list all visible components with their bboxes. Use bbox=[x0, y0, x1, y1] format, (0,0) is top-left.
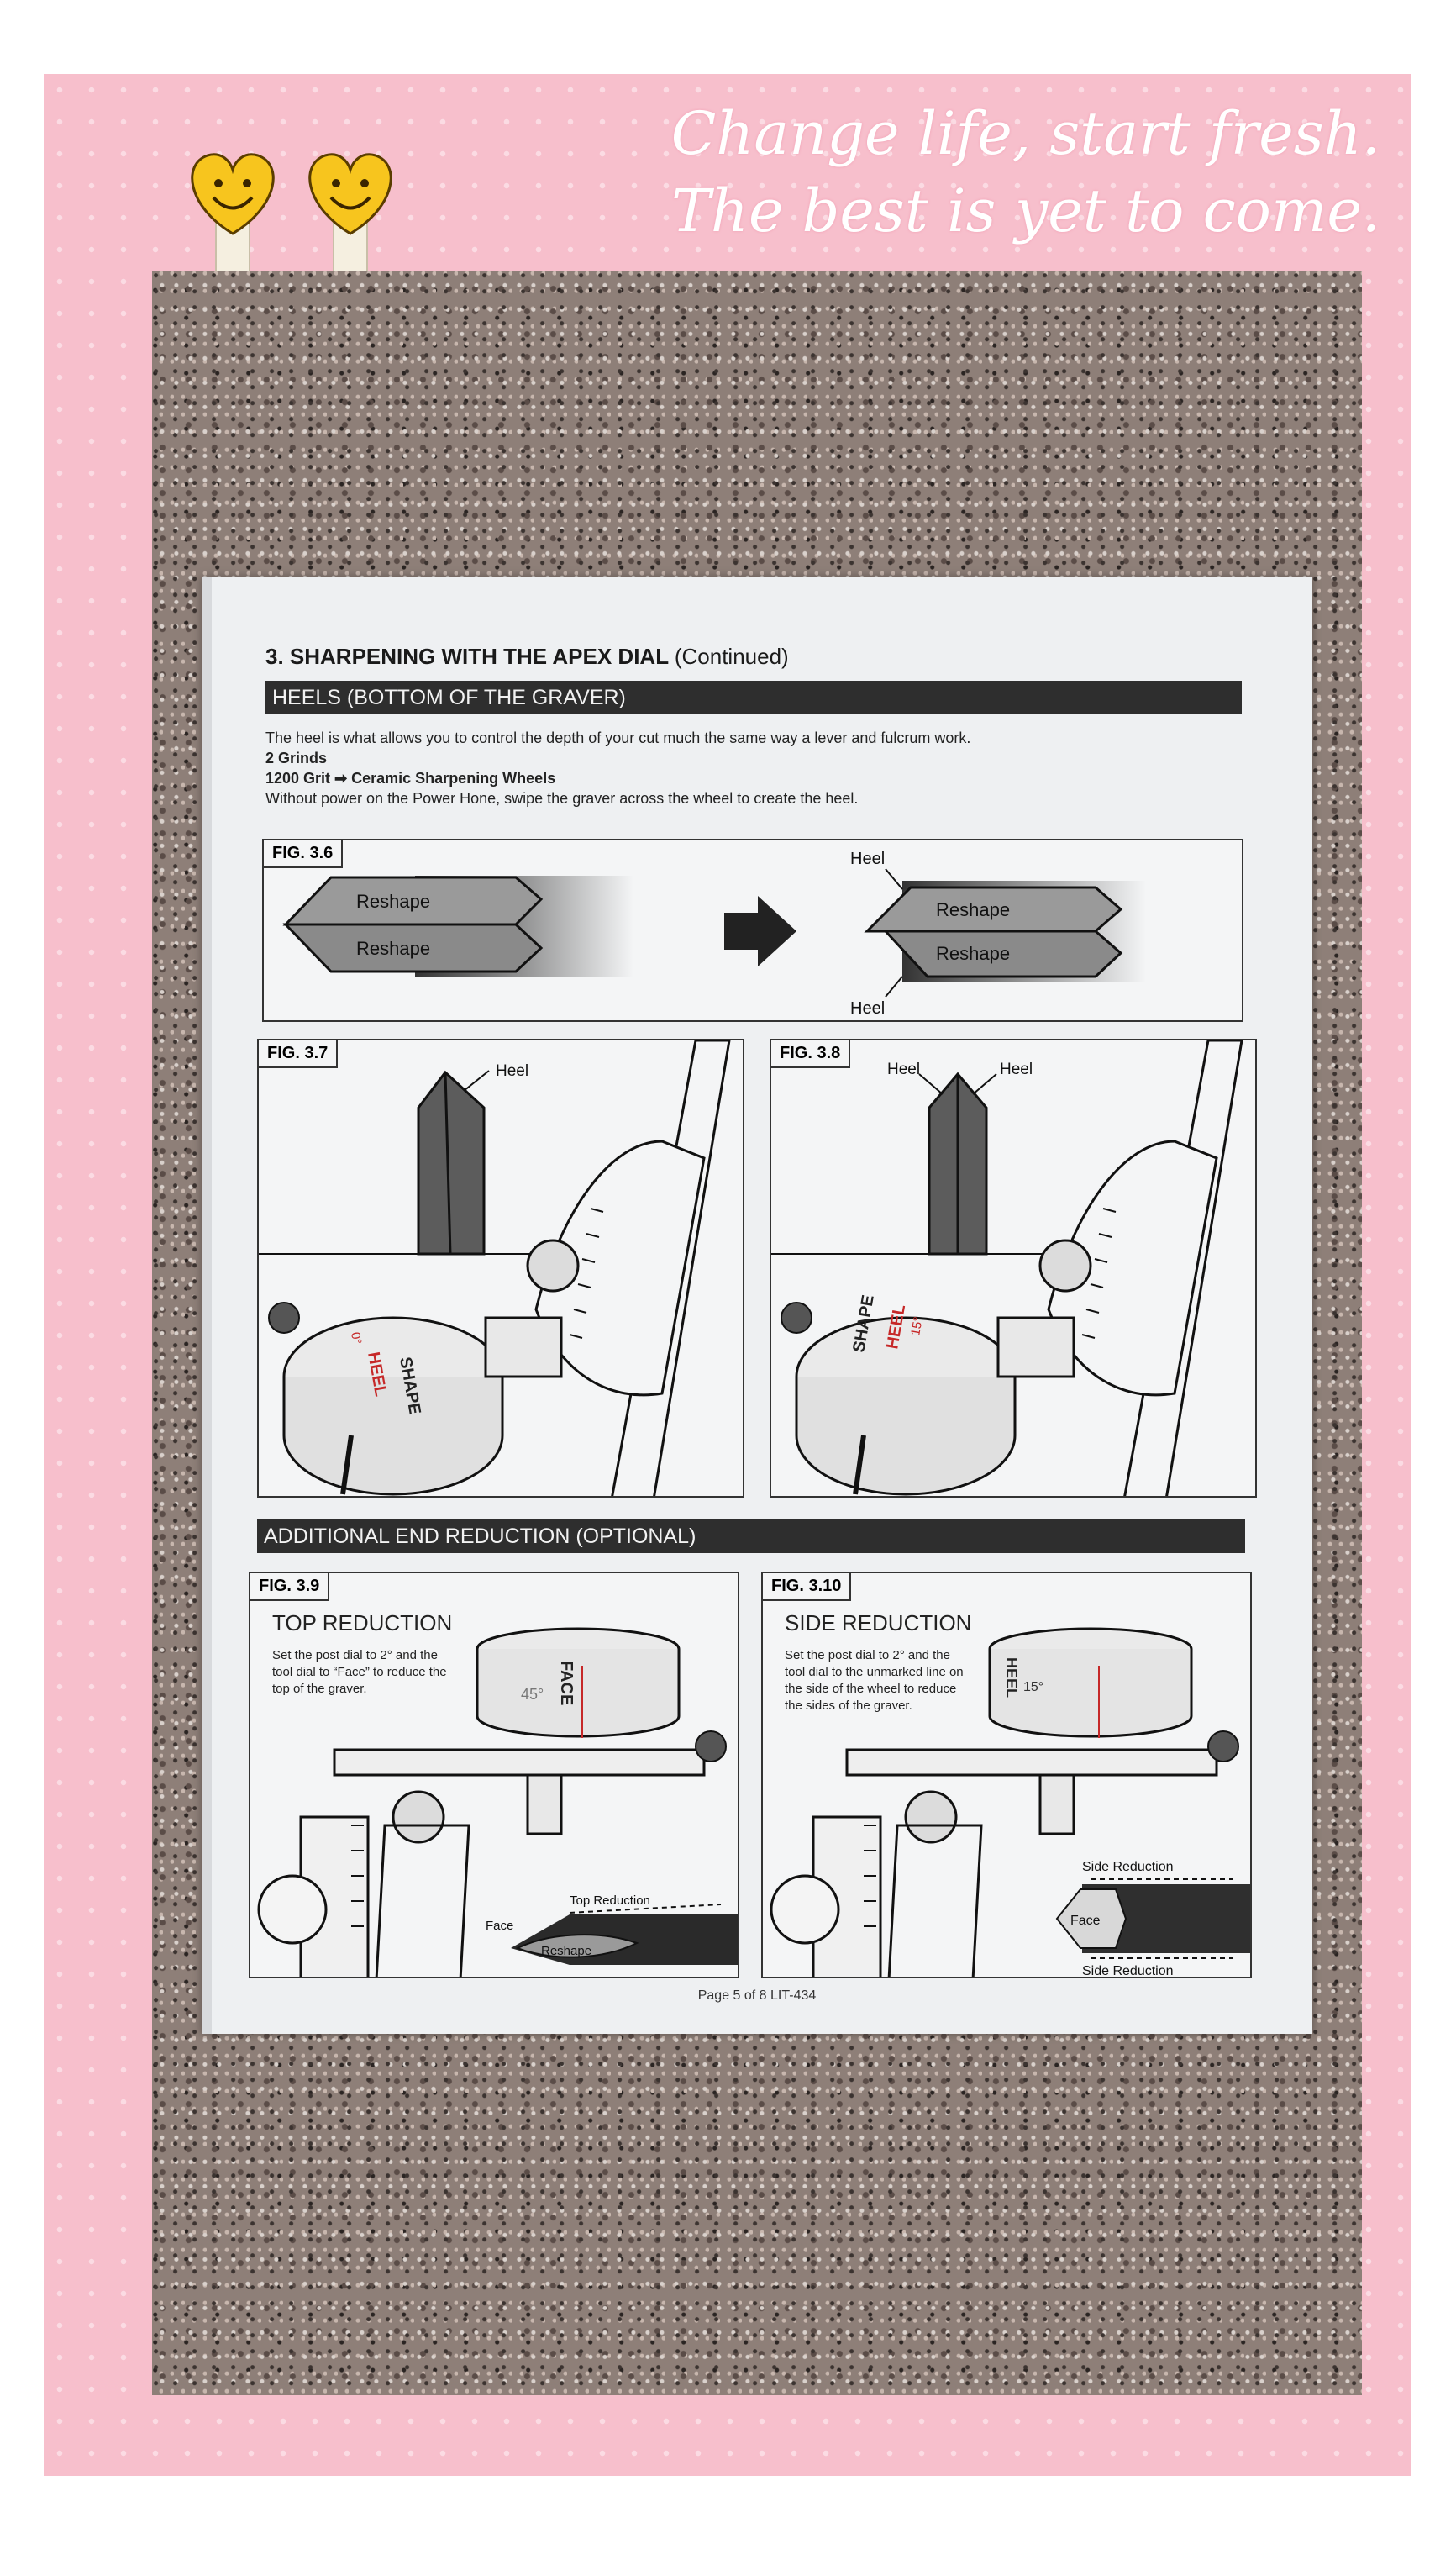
apex-dial-heel-15-diagram: Heel Heel SHAPE HEEL 15° bbox=[771, 1040, 1243, 1496]
smiley-heart-icon bbox=[308, 153, 392, 277]
face-label: Face bbox=[1070, 1914, 1101, 1928]
heel-label: Heel bbox=[850, 850, 885, 868]
reshape-label: Reshape bbox=[936, 943, 1010, 964]
figure-3-9: FIG. 3.9 TOP REDUCTION Set the post dial… bbox=[249, 1572, 739, 1978]
grinds-text: 2 Grinds bbox=[265, 750, 328, 766]
top-reduction-diagram: FACE 45° Reshape Face Top Reduction bbox=[257, 1627, 738, 1977]
heel-label: Heel bbox=[850, 999, 885, 1018]
dial-degree-label: 15° bbox=[1023, 1680, 1043, 1694]
face-label: Face bbox=[486, 1919, 513, 1933]
smiley-heart-icon bbox=[191, 153, 275, 277]
instruction-text: Without power on the Power Hone, swipe t… bbox=[265, 790, 859, 807]
figure-3-8: FIG. 3.8 Heel Heel SHAPE HEEL 15° bbox=[770, 1039, 1257, 1498]
intro-block: The heel is what allows you to control t… bbox=[265, 728, 970, 808]
grit-text: 1200 Grit ➡ Ceramic Sharpening Wheels bbox=[265, 770, 556, 787]
figure-3-6: FIG. 3.6 Reshape Reshape Reshape Reshape… bbox=[262, 839, 1243, 1022]
slogan-line-1: Change life, start fresh. bbox=[670, 99, 1380, 168]
section-bar-end-reduction: ADDITIONAL END REDUCTION (OPTIONAL) bbox=[257, 1519, 1245, 1553]
figure-3-7: FIG. 3.7 Heel HEEL SHAPE 0° bbox=[257, 1039, 744, 1498]
page-footer: Page 5 of 8 LIT-434 bbox=[697, 1988, 817, 2003]
slogan-line-2: The best is yet to come. bbox=[671, 176, 1380, 245]
heel-label: Heel bbox=[496, 1062, 528, 1080]
dial-heel-label: HEEL bbox=[1003, 1657, 1020, 1698]
side-reduction-title: SIDE REDUCTION bbox=[785, 1610, 972, 1635]
top-reduction-title: TOP REDUCTION bbox=[272, 1610, 453, 1635]
dial-degree-label: 0° bbox=[348, 1331, 364, 1346]
reshape-label: Reshape bbox=[541, 1944, 591, 1958]
top-reduction-label: Top Reduction bbox=[570, 1893, 650, 1908]
side-reduction-text: Set the post dial to 2° and the tool dia… bbox=[785, 1648, 964, 1713]
graver-reshape-diagram: Reshape Reshape Reshape Reshape Heel Hee… bbox=[282, 850, 1146, 1018]
figure-label: FIG. 3.6 bbox=[264, 840, 344, 868]
reshape-label: Reshape bbox=[936, 899, 1010, 920]
dial-degree-label: 45° bbox=[521, 1686, 544, 1703]
side-reduction-label: Side Reduction bbox=[1082, 1964, 1174, 1978]
heading-text: 3. SHARPENING WITH THE APEX DIAL bbox=[265, 644, 669, 669]
page-heading: 3. SHARPENING WITH THE APEX DIAL (Contin… bbox=[265, 644, 789, 670]
figure-3-10: FIG. 3.10 SIDE REDUCTION Set the post di… bbox=[761, 1572, 1252, 1978]
side-reduction-diagram: HEEL 15° Face Side Reduction Side Reduct… bbox=[770, 1627, 1250, 1978]
figure-label: FIG. 3.8 bbox=[771, 1040, 851, 1068]
figure-label: FIG. 3.9 bbox=[250, 1573, 330, 1601]
arrow-right-icon bbox=[724, 896, 796, 966]
dial-face-label: FACE bbox=[557, 1661, 576, 1705]
intro-text: The heel is what allows you to control t… bbox=[265, 729, 971, 746]
top-reduction-text: Set the post dial to 2° and the tool dia… bbox=[272, 1648, 447, 1696]
figure-label: FIG. 3.7 bbox=[259, 1040, 339, 1068]
dial-degree-label: 15° bbox=[908, 1315, 926, 1336]
heel-label: Heel bbox=[887, 1061, 920, 1078]
manual-page: 3. SHARPENING WITH THE APEX DIAL (Contin… bbox=[202, 577, 1312, 2034]
reshape-label: Reshape bbox=[356, 891, 430, 912]
page-gutter bbox=[202, 577, 212, 2034]
figure-label: FIG. 3.10 bbox=[763, 1573, 852, 1601]
section-bar-heels: HEELS (BOTTOM OF THE GRAVER) bbox=[265, 681, 1242, 714]
heading-suffix: (Continued) bbox=[674, 644, 789, 669]
apex-dial-heel-0-diagram: Heel HEEL SHAPE 0° bbox=[259, 1040, 731, 1496]
heel-label: Heel bbox=[1000, 1061, 1033, 1078]
reshape-label: Reshape bbox=[356, 938, 430, 959]
side-reduction-label: Side Reduction bbox=[1082, 1860, 1174, 1874]
